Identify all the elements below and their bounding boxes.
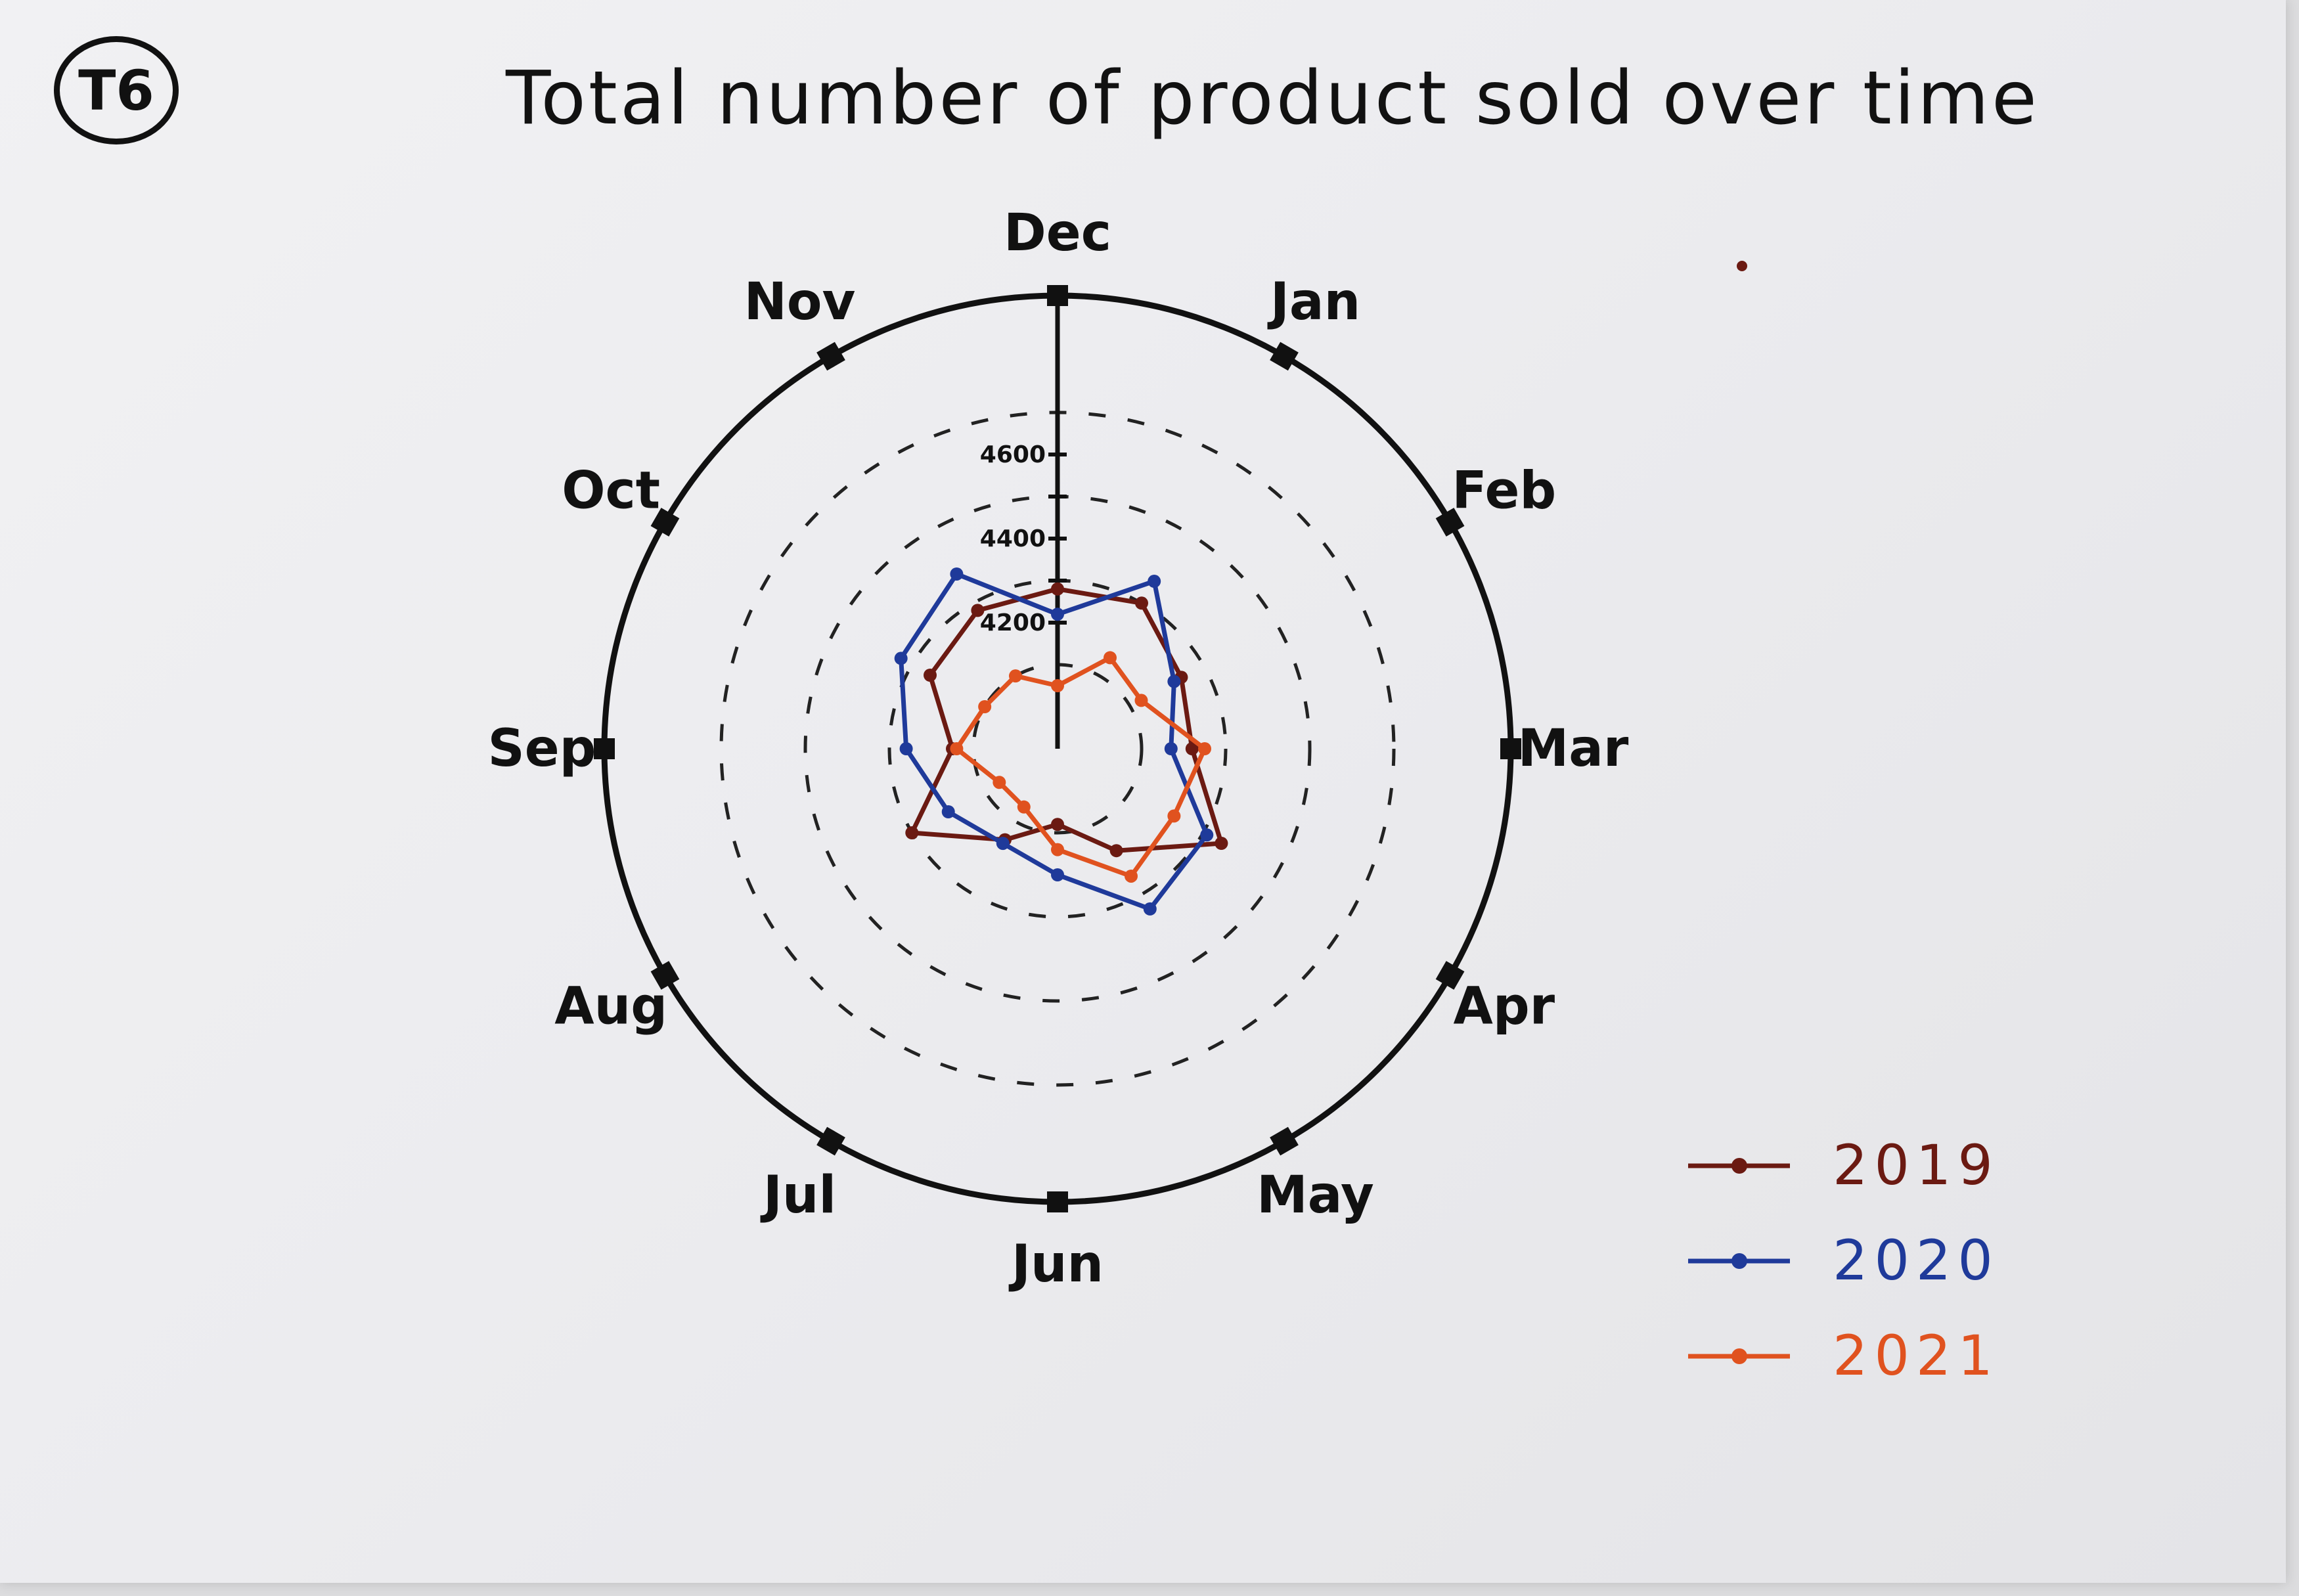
point-2021-mar: [1198, 742, 1211, 755]
month-label-sep: Sep: [488, 719, 596, 778]
month-marker-oct: [650, 508, 680, 537]
point-2020-aug: [941, 805, 955, 818]
month-label-apr: Apr: [1453, 977, 1555, 1036]
point-2021-jun: [1051, 843, 1064, 856]
point-2021-jan: [1104, 651, 1117, 665]
month-marker-jun: [1047, 1191, 1068, 1212]
month-label-dec: Dec: [1004, 204, 1111, 263]
point-2019-jun: [1051, 818, 1064, 831]
point-2019-apr: [1215, 837, 1228, 850]
point-2021-sep: [950, 742, 964, 755]
point-2019-aug: [905, 826, 919, 839]
point-2019-mar: [1185, 742, 1199, 755]
point-2020-sep: [899, 742, 913, 755]
month-marker-sep: [594, 738, 615, 759]
radial-tick-label-1: 4400: [980, 525, 1046, 552]
point-2019-dec: [1051, 582, 1064, 596]
point-2020-jan: [1148, 575, 1161, 588]
legend-marker-2020: [1731, 1253, 1747, 1269]
legend-label-2020: 2020: [1833, 1228, 1999, 1293]
month-marker-nov: [816, 342, 845, 371]
month-label-jun: Jun: [1008, 1235, 1104, 1294]
month-marker-dec: [1047, 285, 1068, 306]
month-marker-aug: [650, 961, 680, 990]
point-2020-apr: [1200, 828, 1214, 842]
radial-tick-label-2: 4600: [980, 441, 1046, 468]
point-2021-jul: [1017, 800, 1031, 814]
series-layer: [894, 567, 1228, 916]
point-2019-jan: [1135, 596, 1148, 610]
ink-dot: [1737, 261, 1747, 271]
point-2021-oct: [978, 700, 992, 713]
radar-grid: 4200 4400 4600: [601, 292, 1514, 1205]
point-2021-dec: [1051, 679, 1064, 692]
month-marker-jul: [816, 1126, 845, 1156]
point-2019-oct: [924, 669, 937, 682]
point-2019-may: [1109, 844, 1123, 858]
month-label-oct: Oct: [562, 462, 660, 521]
chart-id-badge: T6: [54, 36, 179, 144]
month-label-aug: Aug: [554, 977, 667, 1036]
legend-label-2019: 2019: [1833, 1133, 1999, 1197]
point-2021-nov: [1009, 669, 1022, 683]
month-label-jan: Jan: [1267, 273, 1360, 332]
point-2020-feb: [1167, 675, 1181, 688]
legend-label-2021: 2021: [1833, 1323, 1999, 1388]
month-label-jul: Jul: [760, 1166, 836, 1225]
month-marker-jan: [1270, 342, 1299, 371]
point-2020-mar: [1164, 742, 1178, 755]
month-marker-apr: [1435, 961, 1465, 990]
point-2021-feb: [1134, 694, 1148, 707]
month-marker-feb: [1435, 508, 1465, 537]
point-2020-dec: [1051, 608, 1064, 621]
point-2020-jul: [996, 837, 1010, 851]
point-2020-may: [1143, 902, 1157, 916]
month-label-feb: Feb: [1452, 462, 1556, 521]
point-2021-aug: [993, 776, 1006, 789]
point-2019-nov: [971, 604, 985, 617]
series-line-2021: [954, 655, 1207, 879]
legend: 2019 2020 2021: [1688, 261, 1999, 1388]
month-marker-mar: [1500, 738, 1521, 759]
point-2021-may: [1125, 869, 1138, 883]
month-label-nov: Nov: [744, 273, 856, 332]
month-label-may: May: [1257, 1166, 1374, 1225]
legend-marker-2019: [1731, 1158, 1747, 1174]
point-2020-jun: [1051, 868, 1064, 881]
month-label-mar: Mar: [1518, 719, 1629, 778]
point-2021-apr: [1167, 809, 1181, 823]
chart-title: Total number of product sold over time: [506, 56, 2040, 141]
point-2020-oct: [894, 652, 908, 665]
radial-tick-label-0: 4200: [980, 610, 1046, 636]
point-2020-nov: [950, 567, 964, 581]
legend-marker-2021: [1731, 1348, 1747, 1364]
month-marker-may: [1270, 1126, 1299, 1156]
